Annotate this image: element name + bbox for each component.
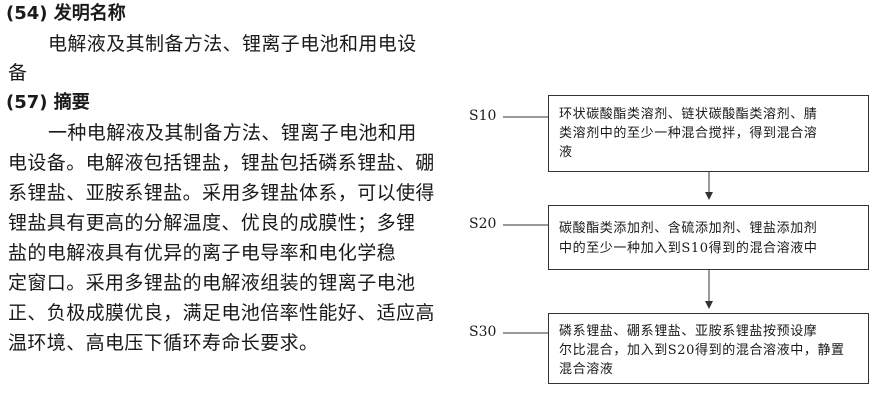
abstract-heading: (57) 摘要 [6,92,90,113]
patent-abstract-panel: (54) 发明名称 电解液及其制备方法、锂离子电池和用电设 备 (57) 摘要 … [6,3,435,354]
abstract-line: 正、负极成膜优良，满足电池倍率性能好、适应高 [8,302,435,324]
abstract-line: 温环境、高电压下循环寿命长要求。 [8,332,319,354]
title-line: 电解液及其制备方法、锂离子电池和用电设 [48,33,417,55]
abstract-line: 锂盐具有更高的分解温度、优良的成膜性；多锂 [8,212,416,234]
abstract-line: 定窗口。采用多锂盐的电解液组装的锂离子电池 [8,272,416,294]
step-text-line: 环状碳酸酯类溶剂、链状碳酸酯类溶剂、腈 [559,107,818,122]
step-box-s30 [548,313,869,384]
abstract-line: 一种电解液及其制备方法、锂离子电池和用 [48,122,417,144]
title-line: 备 [8,62,28,84]
step-text-line: 液 [559,145,573,160]
step-label-s10: S10 [469,108,497,124]
step-text-line: 类溶剂中的至少一种混合搅拌，得到混合溶 [559,126,818,141]
step-text-line: 磷系锂盐、硼系锂盐、亚胺系锂盐按预设摩 [559,324,818,339]
step-box-s20 [548,205,869,270]
abstract-line: 系锂盐、亚胺系锂盐。采用多锂盐体系，可以使得 [8,182,435,204]
step-label-s20: S20 [469,216,497,232]
step-text-line: 尔比混合，加入到S20得到的混合溶液中，静置 [559,343,845,358]
step-text-line: 碳酸酯类添加剂、含硫添加剂、锂盐添加剂 [559,221,818,236]
abstract-line: 电设备。电解液包括锂盐，锂盐包括磷系锂盐、硼 [8,152,435,174]
title-heading: (54) 发明名称 [6,3,126,24]
step-box-s10 [548,95,869,172]
step-label-s30: S30 [469,324,497,340]
step-text-line: 中的至少一种加入到S10得到的混合溶液中 [559,241,818,256]
step-text-line: 混合溶液 [559,362,614,377]
abstract-line: 盐的电解液具有优异的离子电导率和电化学稳 [8,242,397,264]
